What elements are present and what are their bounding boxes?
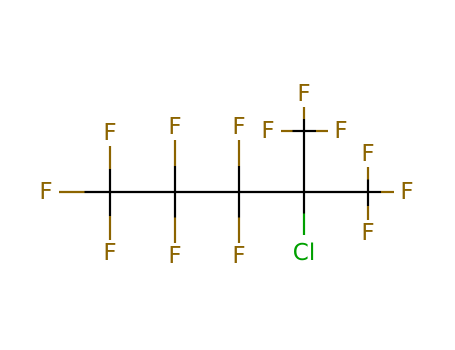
fluorine-atom-label: F [400, 179, 413, 205]
fluorine-atom-label: F [361, 141, 374, 167]
fluorine-atom-label: F [103, 120, 116, 146]
fluorine-atom-label: F [261, 118, 274, 144]
chlorine-atom-label: Cl [293, 240, 315, 266]
fluorine-atom-label: F [232, 243, 245, 269]
fluorine-atom-label: F [334, 118, 347, 144]
fluorine-atom-label: F [39, 179, 52, 205]
bonds [59, 107, 394, 243]
fluorine-atom-label: F [168, 114, 181, 140]
fluorine-atom-label: F [103, 240, 116, 266]
fluorine-atom-label: F [232, 114, 245, 140]
fluorine-atom-label: F [297, 81, 310, 107]
fluorine-atom-label: F [361, 220, 374, 246]
fluorine-atom-label: F [168, 243, 181, 269]
